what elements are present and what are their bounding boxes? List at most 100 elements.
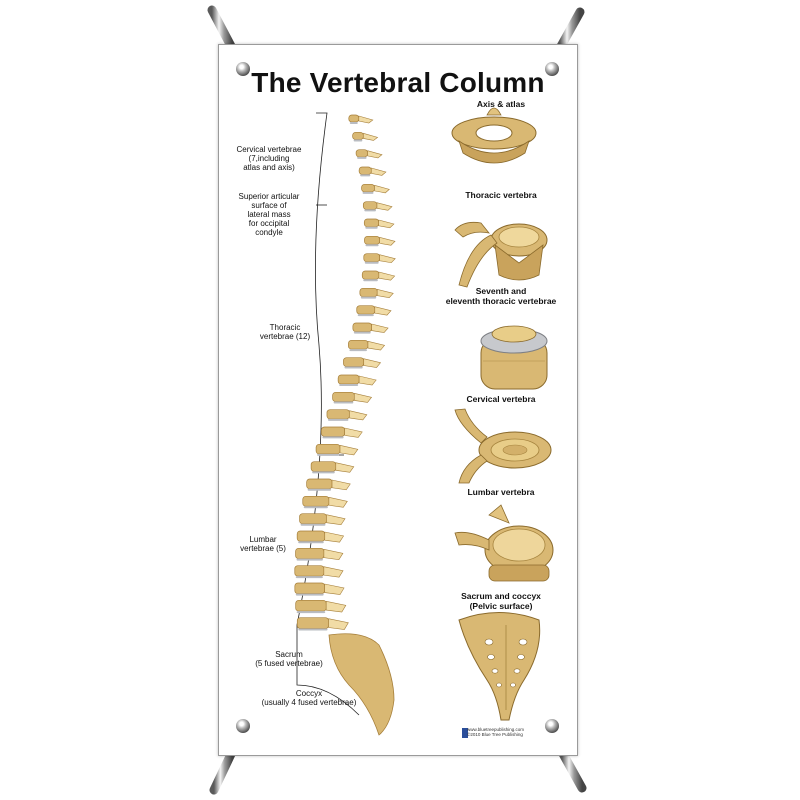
vertebra-body (332, 391, 355, 402)
intervertebral-disc (333, 401, 354, 404)
axis-atlas-illustration (451, 107, 537, 164)
intervertebral-disc (349, 122, 358, 124)
spinous-process (358, 375, 377, 386)
intervertebral-disc (353, 331, 371, 334)
vertebra-body (302, 495, 330, 507)
vertebra-body (361, 183, 375, 193)
intervertebral-disc (349, 349, 367, 352)
vertebra-body (356, 305, 376, 315)
vertebra-body (326, 409, 350, 420)
intervertebral-disc (364, 209, 376, 212)
intervertebral-disc (317, 453, 340, 456)
vertebra-body (359, 287, 378, 298)
vertebra-body (364, 235, 380, 245)
intervertebral-disc (339, 384, 359, 386)
intervertebral-disc (363, 279, 378, 282)
intervertebral-disc (296, 558, 323, 561)
vertebra-body (296, 617, 329, 629)
spinous-process (378, 271, 396, 281)
label-sacrum-coccyx: Sacrum and coccyx(Pelvic surface) (461, 591, 541, 611)
spine-column (294, 114, 396, 736)
spinous-process (326, 514, 346, 526)
spinous-process (354, 392, 373, 403)
vertebra-body (362, 201, 378, 210)
vertebra-body (315, 443, 341, 455)
label-cervical-vertebra: Cervical vertebra (466, 394, 536, 404)
intervertebral-disc (298, 541, 324, 544)
vertebra-body (294, 582, 325, 594)
vertebra-body (348, 339, 369, 350)
spinous-process (325, 600, 347, 613)
spinous-process (379, 254, 396, 264)
poster-title: The Vertebral Column (251, 67, 545, 98)
intervertebral-disc (357, 156, 367, 159)
intervertebral-disc (307, 488, 332, 491)
cervical-vertebra-illustration (454, 408, 552, 484)
vertebra-body (337, 374, 360, 385)
vertebra-body (306, 478, 333, 490)
spinous-process (328, 496, 348, 508)
spinous-process (324, 583, 345, 595)
spinous-process (324, 531, 345, 543)
label-coccyx: Coccyx(usually 4 fused vertebrae) (261, 689, 357, 707)
vertebra-body (355, 149, 368, 158)
intervertebral-disc (360, 174, 371, 177)
spinous-process (349, 410, 368, 421)
spinous-process (367, 340, 386, 351)
vertebra-body (352, 322, 373, 332)
label-thoracic-vertebra: Thoracic vertebra (465, 190, 537, 200)
seventh-eleventh-thoracic-illustration (480, 325, 548, 390)
lumbar-vertebra-illustration (454, 504, 554, 582)
vertebra-body (299, 513, 327, 525)
intervertebral-disc (296, 611, 326, 614)
spinous-process (323, 548, 344, 560)
vertebra-body (358, 166, 372, 175)
spinous-process (323, 566, 344, 578)
intervertebral-disc (295, 593, 324, 596)
spinous-process (367, 150, 383, 159)
screw-top-left (236, 62, 250, 76)
intervertebral-disc (353, 139, 363, 142)
spinous-process (339, 444, 359, 456)
vertebra-body (321, 426, 345, 437)
label-sacrum: Sacrum(5 fused vertebrae) (255, 650, 323, 668)
spinous-process (376, 202, 393, 211)
screw-top-right (545, 62, 559, 76)
intervertebral-disc (360, 296, 377, 299)
screw-bottom-left (236, 719, 250, 733)
vertebra-body (348, 114, 360, 123)
publisher-logo (462, 728, 468, 738)
label-axis-atlas: Axis & atlas (476, 99, 526, 109)
intervertebral-disc (295, 576, 323, 579)
sacrum-shape (328, 633, 395, 736)
intervertebral-disc (365, 226, 378, 229)
spinous-process (374, 184, 390, 194)
intervertebral-disc (364, 261, 379, 264)
spinous-process (379, 236, 396, 246)
spinous-process (374, 306, 392, 316)
spinous-process (363, 358, 382, 368)
intervertebral-disc (300, 523, 326, 526)
screw-bottom-right (545, 719, 559, 733)
spinous-process (335, 462, 355, 473)
vertebra-body (295, 599, 327, 612)
sacrum-coccyx-illustration (458, 612, 541, 721)
spinous-process (328, 618, 349, 630)
publisher-footer: www.bluetreepublishing.com©2010 Blue Tre… (467, 727, 525, 737)
intervertebral-disc (303, 506, 328, 509)
vertebra-body (310, 461, 337, 472)
vertebra-body (363, 218, 380, 228)
spinous-process (358, 115, 374, 124)
intervertebral-disc (298, 628, 328, 631)
intervertebral-disc (312, 471, 335, 474)
spinous-process (371, 167, 387, 176)
vertebral-column-poster: The Vertebral Column (218, 44, 578, 756)
thoracic-vertebra-illustration (454, 221, 548, 288)
vertebra-body (352, 131, 364, 140)
